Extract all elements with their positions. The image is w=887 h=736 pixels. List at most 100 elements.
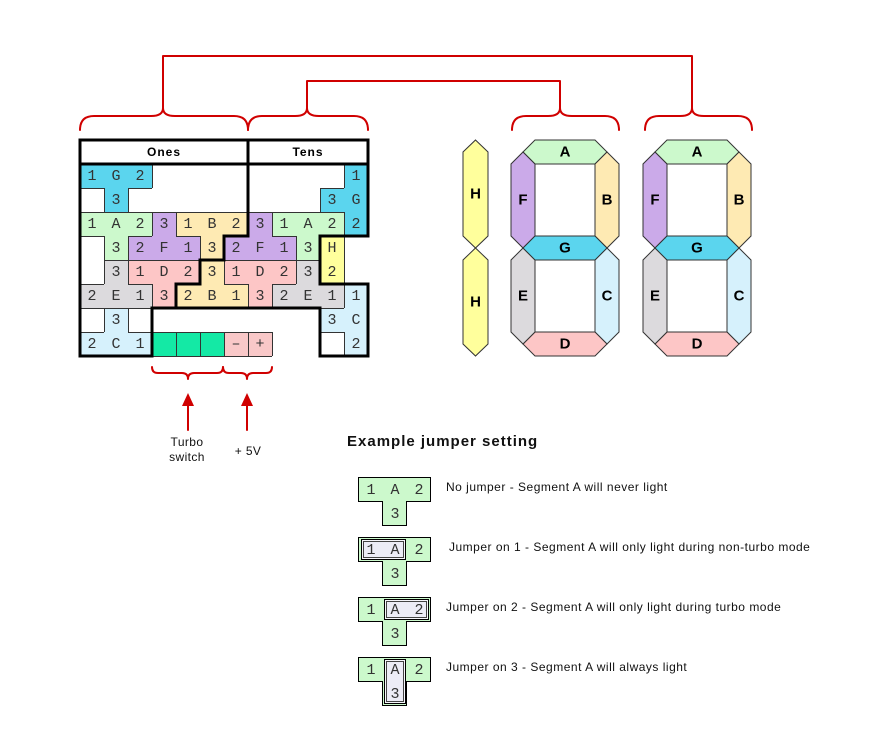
jumper-example-pin: 3	[390, 625, 400, 643]
jumper-example-pin: 2	[414, 661, 424, 679]
bracket-turbo-pins	[151, 366, 224, 380]
segment-pin-tens-C: 3	[320, 308, 344, 332]
segment-h-label: H	[470, 294, 481, 311]
segment-pin-tens-A: A	[296, 212, 320, 236]
segment-pin-tens-H: H	[320, 236, 344, 260]
segment-label-ones-A: A	[692, 144, 703, 161]
segment-pin-tens-F: 3	[248, 212, 272, 236]
segment-pin-ones-G: 1	[80, 164, 104, 188]
segment-pin-ones-D: 2	[176, 260, 200, 284]
jumper-cap	[361, 539, 406, 560]
examples-title: Example jumper setting	[347, 433, 539, 450]
segment-pin-tens-C: C	[344, 308, 368, 332]
segment-pin-ones-B: 1	[176, 212, 200, 236]
jumper-cap	[384, 599, 429, 620]
segment-pin-tens-A: 1	[272, 212, 296, 236]
turbo-label-line2: switch	[169, 450, 205, 464]
segment-label-ones-D: D	[692, 336, 703, 353]
arrow-up-icon	[241, 393, 253, 406]
connector-tens-to-tens-digit	[306, 80, 561, 109]
segment-pin-tens-B: B	[200, 284, 224, 308]
segment-label-ones-E: E	[650, 288, 660, 305]
segment-pin-tens-G: G	[344, 188, 368, 212]
segment-label-tens-C: C	[602, 288, 613, 305]
jumper-example-pin: 2	[414, 541, 424, 559]
jumper-example-pin: 2	[414, 601, 424, 619]
jumper-example-pin: 3	[390, 685, 400, 703]
segment-h-2	[462, 247, 489, 357]
segment-pin-tens-G: 2	[344, 212, 368, 236]
segment-pin-tens-D: 3	[248, 284, 272, 308]
segment-pin-ones-E: 3	[104, 260, 128, 284]
segment-pin-ones-A: 2	[128, 212, 152, 236]
segment-pin-tens-F: 1	[272, 236, 296, 260]
power-pin-plus: +	[248, 332, 272, 356]
jumper-block-outline	[358, 477, 431, 526]
jumper-example-description: Jumper on 1 - Segment A will only light …	[449, 540, 811, 554]
jumper-example-pin: A	[390, 541, 400, 559]
segment-pin-ones-G: G	[104, 164, 128, 188]
segment-pin-ones-B: B	[200, 212, 224, 236]
jumper-example-pin: A	[390, 661, 400, 679]
segment-pin-tens-G: 3	[320, 188, 344, 212]
segment-pin-tens-B: 2	[176, 284, 200, 308]
header-tens: Tens	[292, 145, 324, 159]
jumper-example-description: Jumper on 2 - Segment A will only light …	[446, 600, 782, 614]
jumper-example-pin: 3	[390, 565, 400, 583]
segment-pin-ones-F: F	[152, 236, 176, 260]
jumper-example-pin: 1	[366, 481, 376, 499]
ones-tens-divider	[174, 140, 250, 308]
segment-pin-tens-E: E	[296, 284, 320, 308]
bracket-tens	[247, 107, 369, 131]
jumper-example-pin: 3	[390, 505, 400, 523]
segment-pin-ones-C: 3	[104, 308, 128, 332]
segment-pin-ones-D: D	[152, 260, 176, 284]
segment-pin-ones-G: 3	[104, 188, 128, 212]
segment-pin-tens-D: 2	[272, 260, 296, 284]
segment-pin-ones-E: 1	[128, 284, 152, 308]
jumper-example-pin: A	[390, 601, 400, 619]
segment-pin-ones-D: 1	[128, 260, 152, 284]
segment-h-label: H	[470, 186, 481, 203]
segment-pin-tens-E: 3	[296, 260, 320, 284]
jumper-block-outline	[358, 657, 431, 706]
power-label: + 5V	[234, 444, 262, 458]
arrow-up-icon	[182, 393, 194, 406]
segment-pin-ones-A: 3	[104, 236, 128, 260]
board-outer-border	[78, 138, 370, 358]
turbo-switch-label: Turbo switch	[156, 435, 218, 465]
jumper-block	[358, 477, 431, 526]
segment-pin-ones-E: E	[104, 284, 128, 308]
bracket-power-pins	[222, 366, 273, 380]
segment-ones-G	[654, 235, 740, 261]
segment-pin-ones-G: 2	[128, 164, 152, 188]
jumper-cap	[384, 659, 406, 704]
segment-pin-ones-F: 2	[128, 236, 152, 260]
segment-pin-tens-C: 1	[344, 284, 368, 308]
jumper-example-description: No jumper - Segment A will never light	[446, 480, 668, 494]
segment-pin-ones-C: 2	[80, 332, 104, 356]
segment-pin-ones-E: 2	[80, 284, 104, 308]
segment-pin-tens-E: 2	[272, 284, 296, 308]
power-pin-minus: –	[224, 332, 248, 356]
segment-pin-tens-A: 3	[296, 236, 320, 260]
segment-pin-ones-C: C	[104, 332, 128, 356]
segment-pin-tens-G: 1	[344, 164, 368, 188]
jumper-example-pin: 2	[414, 481, 424, 499]
segment-tens-G	[522, 235, 608, 261]
segment-pin-ones-A: 1	[80, 212, 104, 236]
segment-pin-tens-D: D	[248, 260, 272, 284]
segment-pin-tens-A: 2	[320, 212, 344, 236]
segment-label-tens-D: D	[560, 336, 571, 353]
bracket-ones-digit	[644, 107, 753, 131]
segment-pin-tens-H: 2	[320, 260, 344, 284]
jumper-example-pin: 1	[366, 601, 376, 619]
segment-pin-ones-C: 1	[128, 332, 152, 356]
segment-pin-tens-C: 2	[344, 332, 368, 356]
connector-ones-to-ones-digit	[162, 55, 693, 109]
